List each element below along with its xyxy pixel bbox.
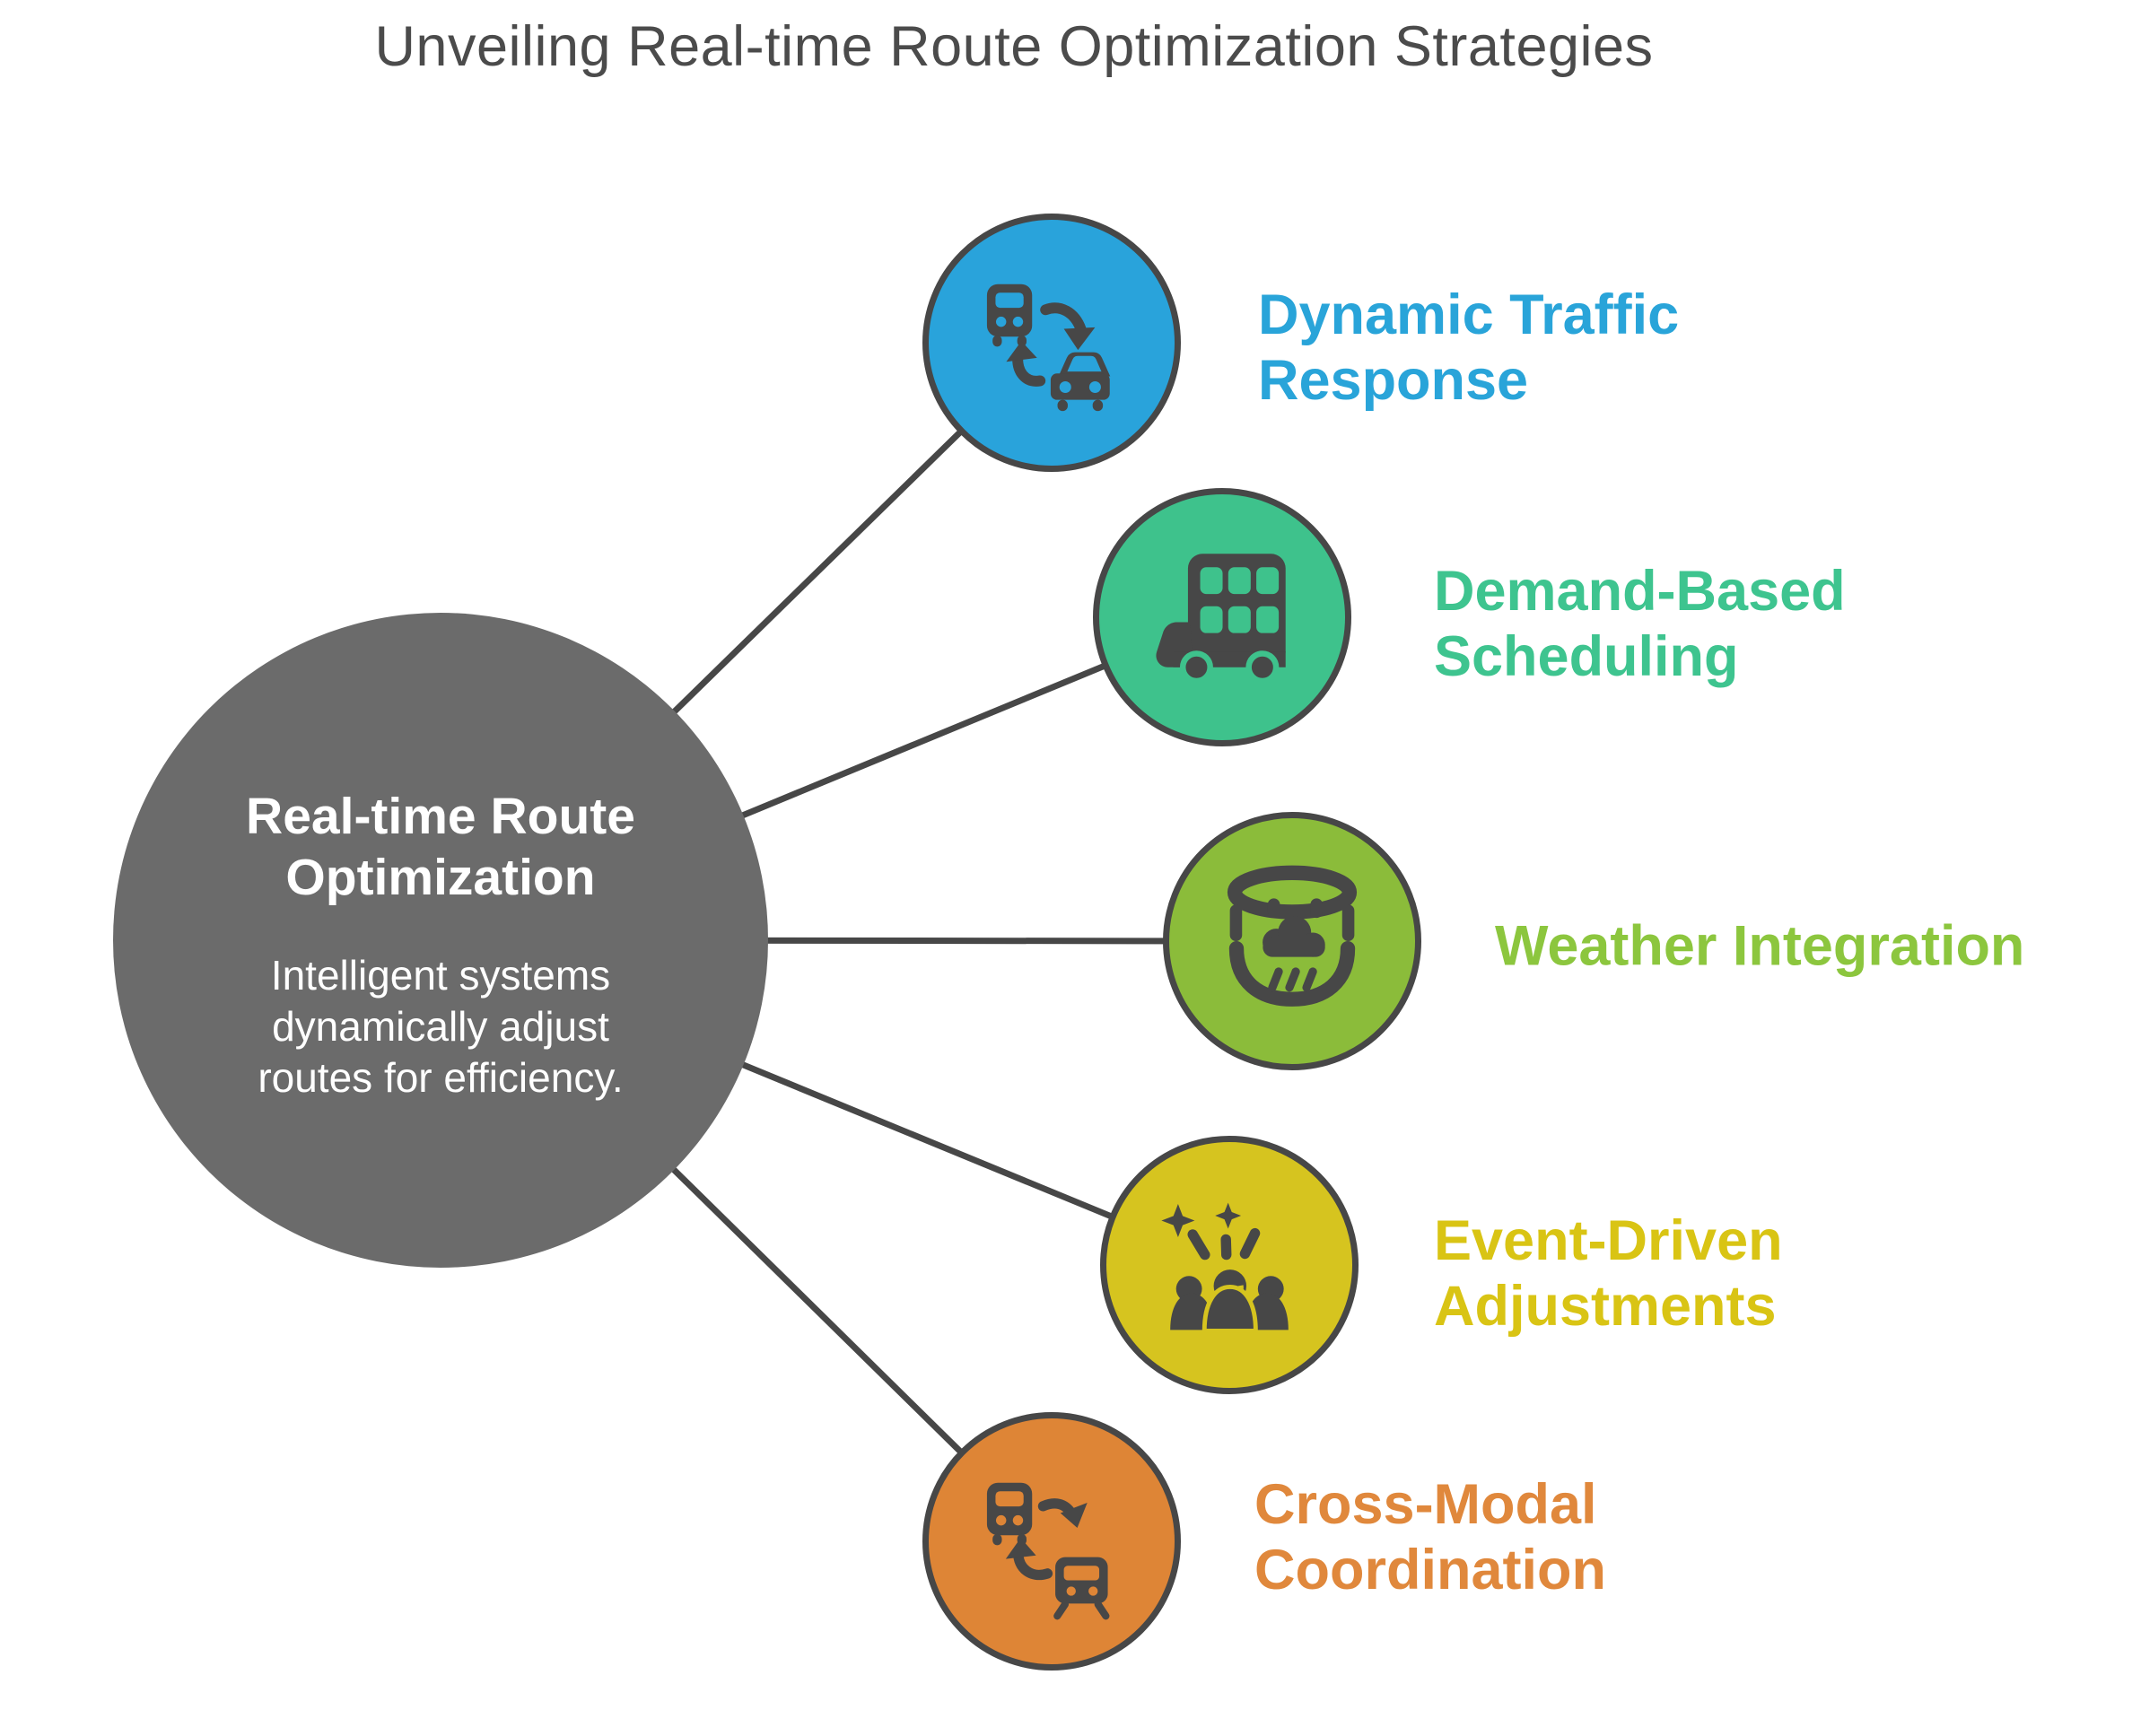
- weather-arena-icon: [1227, 865, 1358, 1007]
- double-decker-glyph: [1156, 554, 1286, 685]
- node-label-weather-integration: Weather Integration: [1495, 914, 2025, 978]
- car-glyph: [1050, 352, 1111, 412]
- node-label-demand-based-scheduling: Demand-Based Scheduling: [1434, 559, 1846, 688]
- crowd-glyph: [1170, 1269, 1289, 1333]
- swap-arrows-glyph: [1006, 302, 1096, 387]
- double-decker-bus-icon: [1156, 554, 1286, 685]
- node-circle-event-driven-adjustments: [1100, 1136, 1359, 1394]
- node-label-event-driven-adjustments: Event-Driven Adjustments: [1434, 1208, 1783, 1338]
- central-topic-description: Intelligent systems dynamically adjust r…: [258, 951, 624, 1101]
- node-label-cross-modal-coordination: Cross-Modal Coordination: [1254, 1472, 1606, 1601]
- rain-cloud-glyph: [1263, 915, 1325, 992]
- sparkles-glyph: [1161, 1202, 1261, 1261]
- central-topic-title: Real-time Route Optimization: [246, 788, 635, 907]
- bus-car-transfer-icon: [986, 284, 1111, 412]
- train-glyph: [1053, 1557, 1110, 1620]
- bus-glyph: [986, 284, 1033, 347]
- node-circle-weather-integration: [1163, 812, 1421, 1070]
- node-circle-demand-based-scheduling: [1093, 488, 1351, 746]
- bus-train-transfer-icon: [986, 1482, 1110, 1620]
- node-circle-cross-modal-coordination: [922, 1412, 1181, 1671]
- arena-glyph: [1227, 865, 1358, 1007]
- page-title: Unveiling Real-time Route Optimization S…: [374, 15, 1654, 78]
- swap-arrows-glyph: [1005, 1498, 1088, 1581]
- crowd-celebration-icon: [1161, 1202, 1289, 1333]
- central-topic-circle: Real-time Route Optimization Intelligent…: [113, 613, 768, 1268]
- bus-glyph: [986, 1482, 1033, 1546]
- node-label-dynamic-traffic-response: Dynamic Traffic Response: [1258, 283, 1680, 412]
- node-circle-dynamic-traffic-response: [922, 214, 1181, 472]
